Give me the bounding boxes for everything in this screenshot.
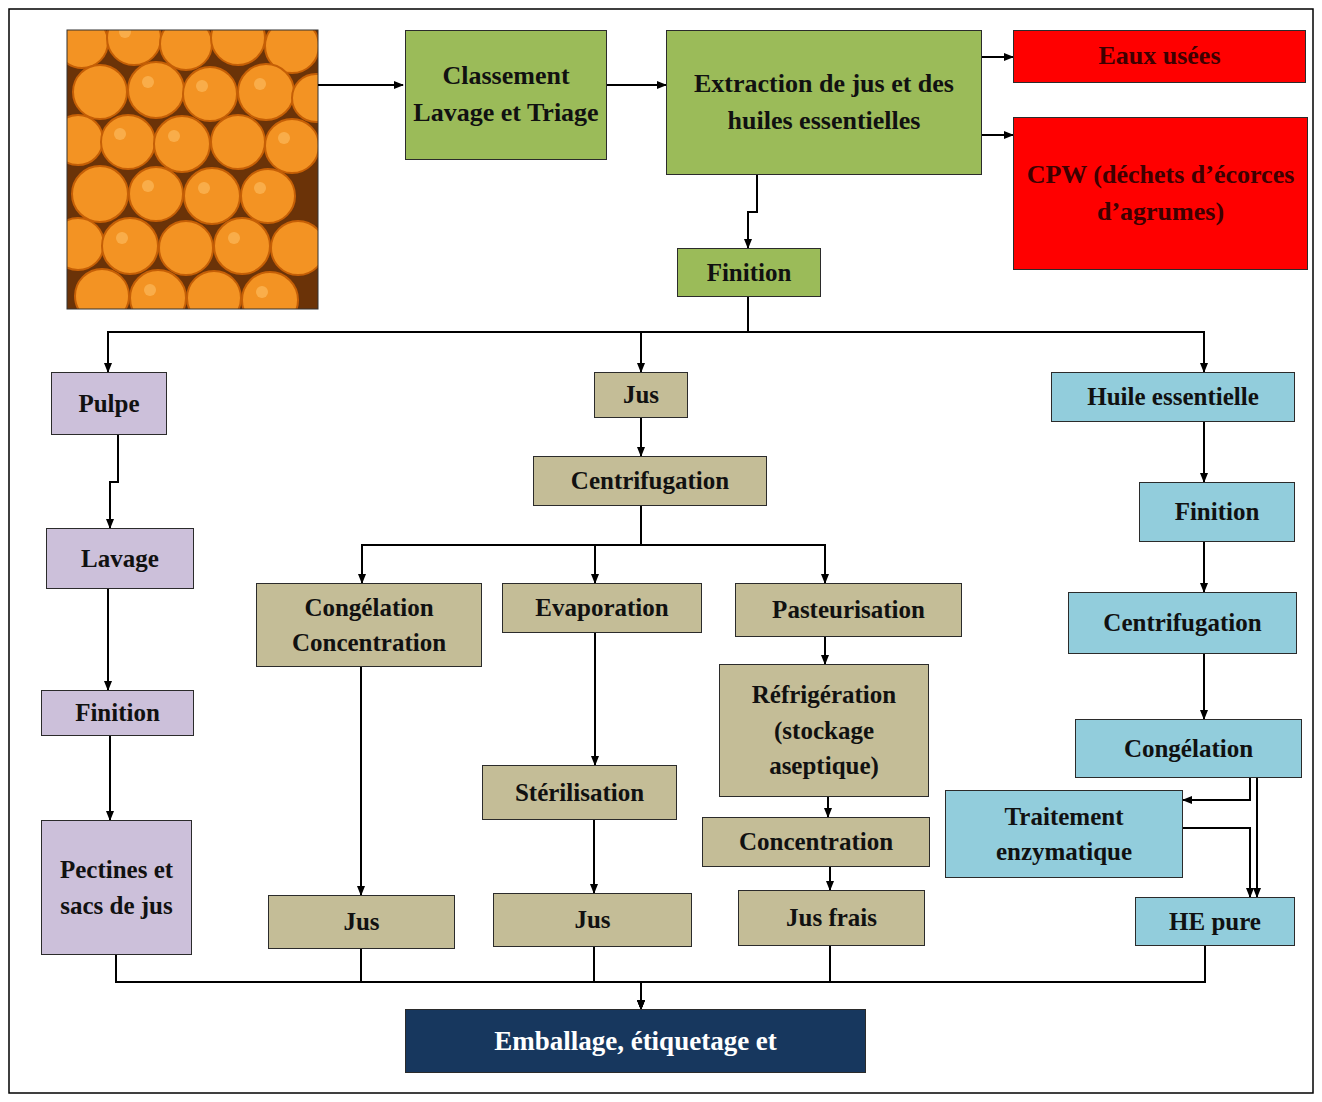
process-box: Congélation Concentration (256, 583, 482, 667)
flow-arrow (107, 589, 109, 690)
box-label: HE pure (1169, 904, 1261, 940)
flow-arrow (593, 820, 595, 893)
process-box: Huile essentielle (1051, 372, 1295, 422)
box-label: Eaux usées (1098, 38, 1220, 75)
box-label: Finition (707, 255, 792, 291)
box-label: Pulpe (78, 386, 139, 422)
process-box: Finition (677, 248, 821, 297)
box-label: Finition (75, 695, 160, 731)
waste-box: CPW (déchets d’écorces d’agrumes) (1013, 117, 1308, 270)
flow-arrow (1203, 654, 1205, 719)
flow-arrow (1256, 778, 1258, 897)
product-box: Jus (493, 893, 692, 947)
process-box: Classement Lavage et Triage (405, 30, 607, 160)
process-box: Stérilisation (482, 765, 677, 820)
box-label: Congélation Concentration (261, 590, 477, 661)
flow-arrow (362, 506, 641, 583)
box-label: Extraction de jus et des huiles essentie… (671, 66, 977, 140)
process-box: Pulpe (51, 372, 167, 435)
flow-arrow (641, 506, 825, 583)
box-label: Jus (623, 377, 659, 413)
flow-arrow (361, 949, 641, 1009)
box-label: Jus frais (786, 900, 877, 936)
flow-arrow (1183, 778, 1250, 800)
flow-arrow (607, 84, 666, 86)
flow-arrow (748, 297, 1204, 372)
flow-arrow (829, 867, 831, 890)
flow-arrow (109, 736, 111, 820)
flow-arrow (640, 418, 642, 456)
flow-arrow (360, 667, 362, 895)
box-label: Réfrigération (stockage aseptique) (724, 677, 924, 784)
flow-arrow (1203, 542, 1205, 592)
flow-arrow (594, 947, 641, 1009)
packaging-box: Emballage, étiquetage et (405, 1009, 866, 1073)
flow-arrow (748, 175, 757, 248)
process-box: Jus (594, 372, 688, 418)
box-label: Evaporation (535, 590, 668, 626)
product-box: Jus (268, 895, 455, 949)
oranges-photo (67, 30, 318, 309)
box-label: Traitement enzymatique (950, 799, 1178, 870)
flow-arrow (641, 297, 748, 372)
flow-arrow (1203, 422, 1205, 482)
process-box: Finition (1139, 482, 1295, 542)
box-label: Lavage (81, 541, 159, 577)
box-label: Congélation (1124, 731, 1253, 767)
photo-arrow (318, 84, 403, 86)
flow-arrow (110, 435, 118, 528)
process-box: Concentration (702, 817, 930, 867)
process-box: Centrifugation (533, 456, 767, 506)
box-label: Huile essentielle (1087, 379, 1259, 415)
waste-box: Eaux usées (1013, 30, 1306, 83)
flow-arrow (1183, 828, 1250, 897)
process-box: Pasteurisation (735, 583, 962, 637)
box-label: Jus (343, 904, 379, 940)
flow-arrow (641, 946, 1205, 1009)
process-box: Traitement enzymatique (945, 790, 1183, 878)
process-box: Extraction de jus et des huiles essentie… (666, 30, 982, 175)
process-box: Evaporation (502, 583, 702, 633)
process-box: Réfrigération (stockage aseptique) (719, 664, 929, 797)
box-label: Stérilisation (515, 775, 644, 811)
process-box: Centrifugation (1068, 592, 1297, 654)
flow-arrow (982, 134, 1013, 136)
product-box: HE pure (1135, 897, 1295, 946)
flow-arrow (594, 633, 596, 765)
box-label: Pasteurisation (772, 592, 925, 628)
flow-arrow (982, 56, 1013, 58)
box-label: Centrifugation (571, 463, 729, 499)
flow-arrow (595, 506, 641, 583)
process-box: Finition (41, 690, 194, 736)
page-frame (9, 9, 1313, 1093)
flow-arrow (641, 946, 830, 1009)
flow-arrow (824, 637, 826, 664)
process-box: Lavage (46, 528, 194, 589)
box-label: Emballage, étiquetage et (494, 1022, 777, 1060)
photo-frame (67, 30, 318, 309)
box-label: Concentration (739, 824, 893, 860)
box-label: CPW (déchets d’écorces d’agrumes) (1018, 157, 1303, 231)
box-label: Finition (1175, 494, 1260, 530)
box-label: Centrifugation (1103, 605, 1261, 641)
flow-arrow (108, 297, 748, 372)
box-label: Pectines et sacs de jus (46, 852, 187, 923)
product-box: Jus frais (738, 890, 925, 946)
box-label: Classement Lavage et Triage (410, 58, 602, 132)
product-box: Pectines et sacs de jus (41, 820, 192, 955)
box-label: Jus (574, 902, 610, 938)
process-box: Congélation (1075, 719, 1302, 778)
flow-arrow (827, 797, 829, 817)
